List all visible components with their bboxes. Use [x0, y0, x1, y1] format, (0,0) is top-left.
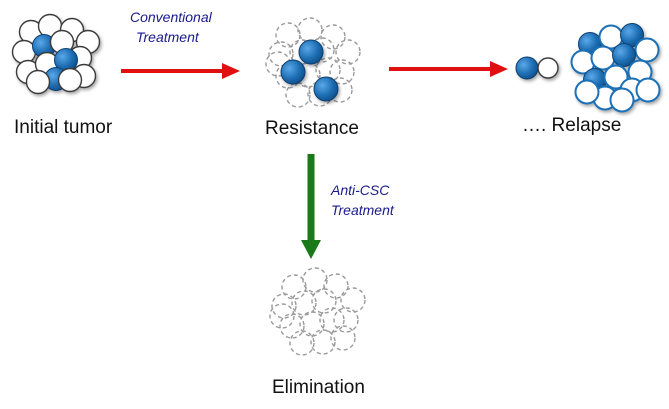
elimination-cluster — [269, 267, 366, 356]
relapse-tumor-cell — [574, 79, 600, 105]
dead-cell — [311, 288, 337, 314]
seed-tumor-cell — [537, 57, 559, 79]
relapse-tumor-cell — [635, 77, 661, 103]
dead-cell — [320, 24, 346, 50]
surviving-cancer-stem-cell — [298, 39, 324, 65]
dead-cell — [269, 303, 295, 329]
seed-stem-cell — [515, 56, 539, 80]
relapse-label: …. Relapse — [522, 115, 621, 136]
dead-cell — [302, 267, 328, 293]
dead-cell — [285, 82, 311, 108]
resistance-cluster — [265, 17, 361, 108]
resistance-label: Resistance — [265, 118, 359, 139]
tumor-cell — [57, 67, 83, 93]
dead-cell — [279, 313, 305, 339]
dead-cell — [335, 39, 361, 65]
elimination-label: Elimination — [272, 377, 365, 398]
cancer-stem-cell — [612, 43, 636, 67]
relapse-seed-cells — [515, 56, 559, 80]
dead-cell — [333, 307, 359, 333]
dead-cell — [315, 57, 341, 83]
dead-cell — [299, 311, 325, 337]
tumor-cell — [11, 39, 37, 65]
resistance-to-relapse-arrow — [389, 61, 508, 77]
surviving-cancer-stem-cell — [313, 76, 339, 102]
dead-cell — [268, 41, 294, 67]
initial-tumor-label: Initial tumor — [14, 117, 113, 138]
surviving-cancer-stem-cell — [280, 59, 306, 85]
relapse-tumor-cell — [634, 37, 660, 63]
dead-cell — [289, 330, 315, 356]
dead-cell — [291, 290, 317, 316]
conventional-treatment-arrow — [121, 63, 240, 79]
dead-cell — [330, 325, 356, 351]
dead-cell — [310, 329, 336, 355]
dead-cell — [329, 59, 355, 85]
conventional-treatment-label: Conventional Treatment — [130, 9, 216, 45]
dead-cell — [297, 17, 323, 43]
relapse-tumor-cell — [609, 87, 635, 113]
dead-cell — [323, 273, 349, 299]
initial-tumor-cluster — [11, 13, 101, 95]
relapse-tumor-cell — [603, 64, 629, 90]
tumor-cell — [25, 69, 51, 95]
anti-csc-treatment-arrow — [301, 154, 321, 259]
anti-csc-treatment-label: Anti-CSC Treatment — [330, 182, 395, 218]
surviving-csc-group — [298, 39, 324, 65]
dead-cell — [319, 307, 345, 333]
dead-cell — [275, 22, 301, 48]
surviving-csc-group — [313, 76, 339, 102]
surviving-csc-group — [280, 59, 306, 85]
relapse-tumor-cluster — [570, 23, 661, 113]
dead-cell — [271, 293, 297, 319]
dead-cell — [340, 287, 366, 313]
